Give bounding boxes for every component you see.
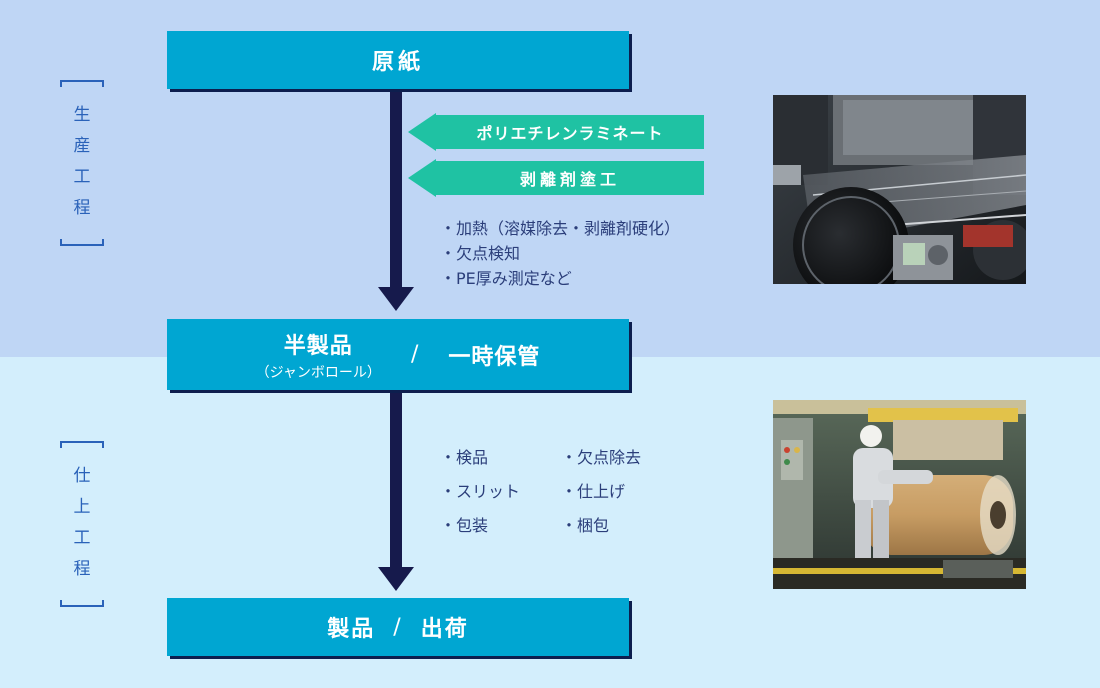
stage-char: 上: [73, 497, 91, 517]
raw-paper-box: 原紙: [167, 31, 629, 89]
temporary-storage-label: 一時保管: [448, 344, 541, 370]
separator: /: [410, 342, 419, 367]
semi-product-box: 半製品 （ジャンボロール） / 一時保管: [167, 319, 629, 390]
separator: /: [393, 614, 403, 640]
jumbo-roll-label: （ジャンボロール）: [255, 364, 381, 381]
finishing-notes-left: ・検品 ・スリット ・包装: [440, 441, 520, 543]
laminating-machine-photo: [773, 95, 1026, 284]
stage-production-label: 生 産 工 程: [60, 80, 104, 246]
input-polyethylene-laminate: ポリエチレンラミネート: [408, 113, 704, 151]
note-item: ・加熱（溶媒除去・剥離剤硬化）: [440, 219, 681, 238]
shipping-label: 出荷: [420, 617, 469, 642]
raw-paper-label: 原紙: [371, 50, 424, 75]
bracket-bottom: [60, 239, 104, 246]
flow-arrow-head: [378, 567, 414, 591]
bracket-top: [60, 441, 104, 448]
product-label: 製品: [327, 617, 376, 642]
input-release-coating: 剥離剤塗工: [408, 159, 704, 197]
stage-char: 仕: [73, 466, 91, 486]
bracket-bottom: [60, 600, 104, 607]
production-notes: ・加熱（溶媒除去・剥離剤硬化） ・欠点検知 ・PE厚み測定など: [440, 216, 680, 291]
stage-char: 工: [73, 167, 91, 187]
note-item: ・PE厚み測定など: [440, 269, 572, 288]
note-item: ・包装: [440, 516, 489, 535]
stage-char: 産: [73, 136, 91, 156]
stage-finishing-label: 仕 上 工 程: [60, 441, 104, 607]
note-item: ・梱包: [561, 516, 610, 535]
flow-arrow-shaft: [390, 89, 402, 288]
stage-char: 工: [73, 528, 91, 548]
input-label: ポリエチレンラミネート: [436, 115, 704, 149]
input-arrow-tip: [408, 113, 436, 151]
note-item: ・検品: [440, 448, 489, 467]
flow-arrow-shaft: [390, 393, 402, 568]
stage-char: 程: [73, 198, 91, 218]
finishing-notes-right: ・欠点除去 ・仕上げ ・梱包: [561, 441, 641, 543]
semi-product-label: 半製品: [283, 333, 353, 359]
note-item: ・スリット: [440, 482, 521, 501]
final-product-box: 製品 / 出荷: [167, 598, 629, 656]
note-item: ・欠点検知: [440, 244, 521, 263]
stage-char: 程: [73, 559, 91, 579]
semi-product-group: 半製品 （ジャンボロール）: [256, 328, 381, 382]
note-item: ・仕上げ: [561, 482, 626, 501]
flow-arrow-head: [378, 287, 414, 311]
input-arrow-tip: [408, 159, 436, 197]
stage-char: 生: [73, 105, 91, 125]
finishing-worker-photo: [773, 400, 1026, 589]
bracket-top: [60, 80, 104, 87]
input-label: 剥離剤塗工: [436, 161, 704, 195]
note-item: ・欠点除去: [561, 448, 642, 467]
